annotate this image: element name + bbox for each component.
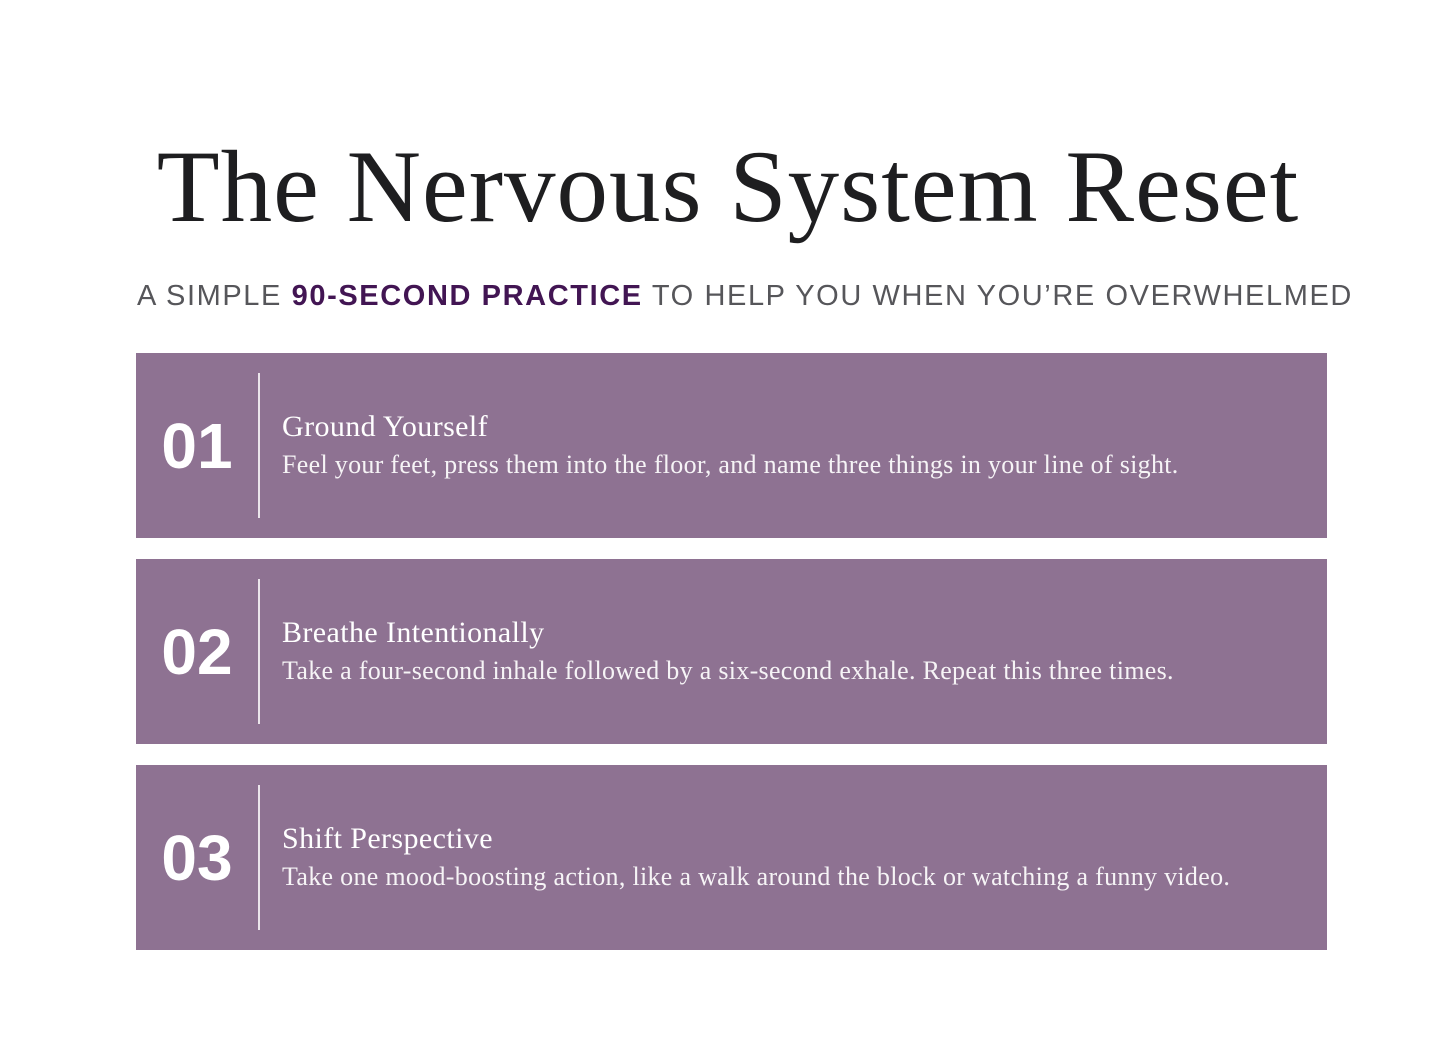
subtitle-suffix: TO HELP YOU WHEN YOU’RE OVERWHELMED	[642, 280, 1353, 312]
step-card-3: 03 Shift Perspective Take one mood-boost…	[136, 765, 1327, 950]
step-number: 01	[161, 409, 233, 482]
step-card-1: 01 Ground Yourself Feel your feet, press…	[136, 353, 1327, 538]
page-subtitle: A SIMPLE 90-SECOND PRACTICE TO HELP YOU …	[137, 280, 1353, 313]
step-description: Take one mood-boosting action, like a wa…	[282, 862, 1231, 892]
step-text: Ground Yourself Feel your feet, press th…	[260, 409, 1179, 482]
step-card-2: 02 Breathe Intentionally Take a four-sec…	[136, 559, 1327, 744]
subtitle-prefix: A SIMPLE	[137, 280, 292, 312]
step-title: Breathe Intentionally	[282, 616, 545, 650]
step-description: Take a four-second inhale followed by a …	[282, 656, 1174, 686]
page-title: The Nervous System Reset	[156, 130, 1300, 244]
step-number: 03	[161, 821, 233, 894]
step-title: Ground Yourself	[282, 410, 489, 444]
step-divider	[258, 785, 260, 930]
step-description: Feel your feet, press them into the floo…	[282, 450, 1179, 480]
step-text: Breathe Intentionally Take a four-second…	[260, 615, 1174, 688]
step-title: Shift Perspective	[282, 822, 493, 856]
step-text: Shift Perspective Take one mood-boosting…	[260, 821, 1230, 894]
subtitle-highlight: 90-SECOND PRACTICE	[291, 280, 643, 312]
step-divider	[258, 373, 260, 518]
step-divider	[258, 579, 260, 724]
step-number: 02	[161, 615, 233, 688]
steps-list: 01 Ground Yourself Feel your feet, press…	[136, 353, 1327, 950]
